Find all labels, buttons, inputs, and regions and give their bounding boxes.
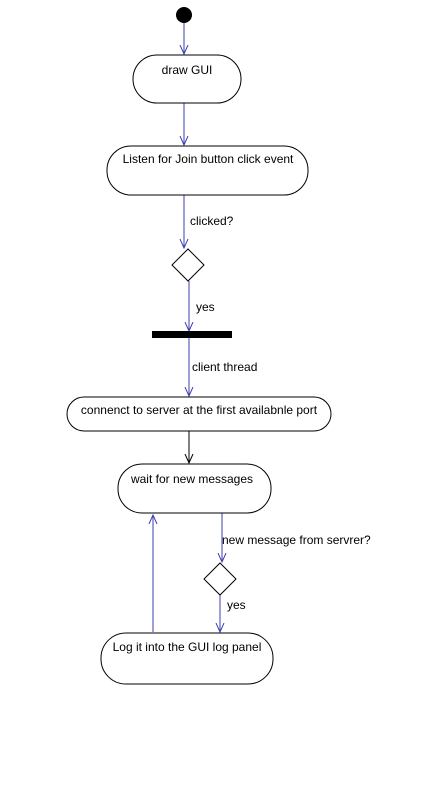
action-listen [106, 145, 309, 196]
action-wait-label: wait for new messages [130, 472, 253, 486]
action-connect-label: connenct to server at the first availabn… [81, 403, 318, 417]
edge-label-yes-2: yes [227, 598, 246, 612]
action-log [100, 632, 274, 685]
edge-label-client-thread: client thread [192, 360, 257, 374]
action-log-label: Log it into the GUI log panel [113, 640, 262, 654]
edge-label-yes-1: yes [196, 300, 215, 314]
action-wait [117, 463, 272, 514]
action-listen-label: Listen for Join button click event [123, 152, 294, 166]
action-connect [66, 396, 332, 432]
fork-bar [152, 331, 232, 338]
initial-node [176, 7, 192, 23]
decision-clicked [171, 248, 205, 282]
action-draw-gui-label: draw GUI [162, 63, 213, 77]
decision-new-message [203, 562, 237, 596]
action-draw-gui [132, 54, 242, 104]
edge-label-clicked: clicked? [190, 214, 234, 228]
edge-label-new-message: new message from servrer? [222, 533, 371, 547]
